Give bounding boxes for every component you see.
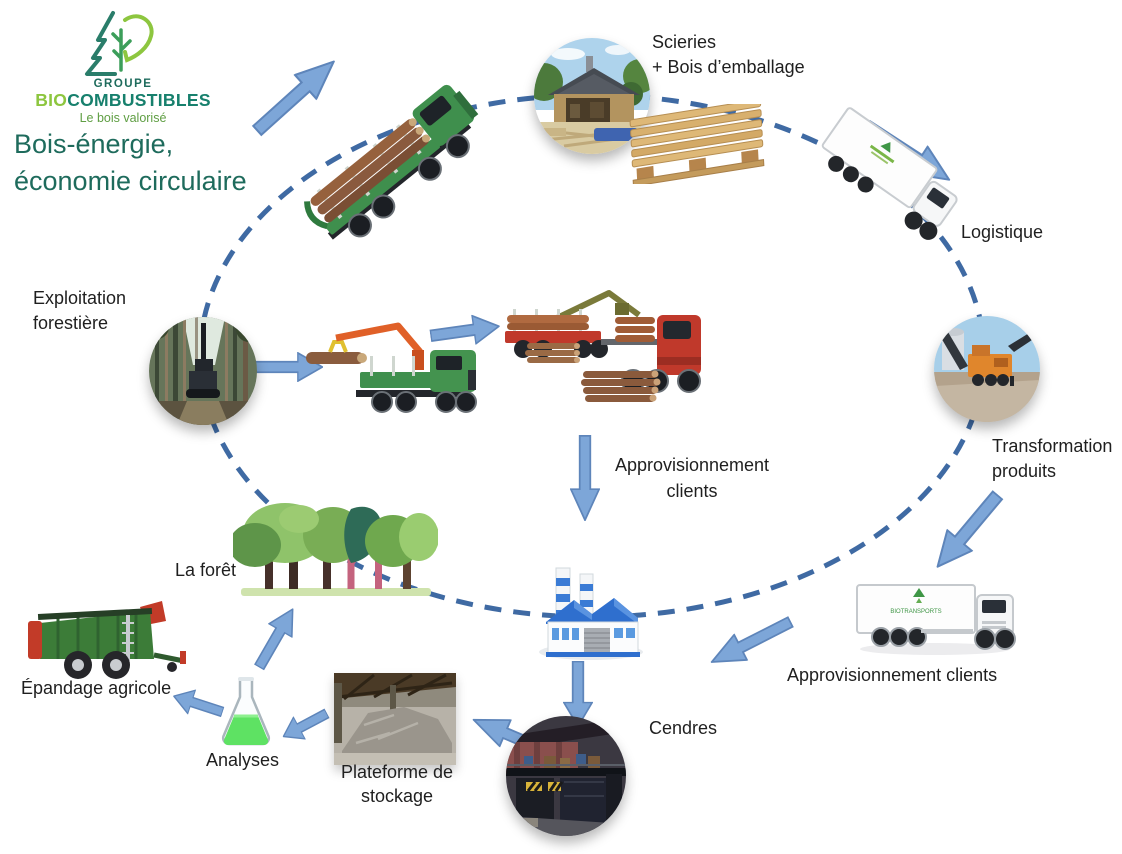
label-scieries: Scieries + Bois d’emballage bbox=[652, 30, 805, 80]
log-stack-large bbox=[581, 370, 661, 402]
label-exploitation-line1: Exploitation bbox=[33, 288, 127, 308]
epandeur-icon bbox=[22, 597, 194, 683]
logo-brand-bio: BIO bbox=[35, 90, 68, 110]
arrow-camion-to-usine bbox=[704, 608, 798, 676]
arrow-exploitation-to-scieries bbox=[245, 48, 346, 144]
headline-line2: économie circulaire bbox=[14, 166, 247, 196]
label-logistique: Logistique bbox=[961, 222, 1044, 242]
biotransports-logo: BIOTRANSPORTS bbox=[890, 588, 942, 615]
arrow-transformation-to-camion bbox=[924, 484, 1011, 579]
arrow-foret-to-camion-grue bbox=[255, 352, 323, 382]
usine-icon bbox=[536, 560, 646, 662]
arrow-plateforme-to-analyses bbox=[277, 702, 333, 748]
page-title: Bois-énergie, économie circulaire bbox=[14, 126, 247, 200]
transformation-produits-photo bbox=[934, 316, 1040, 422]
label-epandage-agricole: Épandage agricole bbox=[21, 678, 172, 698]
camion-grue-icon bbox=[300, 312, 478, 420]
label-transformation-produits: Transformation produits bbox=[992, 434, 1112, 484]
arrow-camion-grue-to-grumier bbox=[428, 311, 501, 350]
foret-illustration bbox=[233, 497, 438, 601]
label-transformation-line2: produits bbox=[992, 461, 1057, 481]
logo-tree-icon bbox=[85, 11, 154, 76]
logo-group-text: GROUPE bbox=[93, 78, 153, 90]
svg-text:BIOTRANSPORTS: BIOTRANSPORTS bbox=[890, 609, 941, 615]
label-approvisionnement-droite: Approvisionnement clients bbox=[787, 665, 998, 685]
arrow-usine-to-cendres bbox=[563, 661, 593, 727]
grumier-rouge-icon bbox=[497, 287, 709, 409]
arrow-analyses-to-foret bbox=[247, 602, 305, 675]
label-approvisionnement-centre: Approvisionnement clients bbox=[605, 452, 779, 504]
label-scieries-line1: Scieries bbox=[652, 32, 717, 52]
flask-icon bbox=[220, 676, 272, 752]
pallet-icon bbox=[622, 104, 772, 184]
biotransports-logo bbox=[869, 142, 895, 165]
arrow-approvisionnement-centre bbox=[570, 435, 600, 521]
label-scieries-line2: + Bois d’emballage bbox=[652, 57, 805, 77]
camion-approvisionnement-icon: BIOTRANSPORTS bbox=[855, 573, 1017, 658]
logo-tagline: Le bois valorisé bbox=[79, 111, 167, 125]
label-analyses: Analyses bbox=[206, 750, 280, 770]
label-plateforme-stockage: Plateforme de stockage bbox=[332, 760, 462, 808]
label-cendres: Cendres bbox=[649, 718, 718, 738]
camion-logistique-icon bbox=[792, 85, 984, 269]
label-exploitation-forestiere: Exploitation forestière bbox=[33, 286, 126, 336]
label-plateforme-line1: Plateforme de bbox=[340, 762, 454, 782]
arrow-analyses-to-epandage bbox=[169, 684, 226, 725]
logo-brand-text: BIOCOMBUSTIBLES bbox=[8, 90, 238, 111]
label-plateforme-line2: stockage bbox=[360, 786, 434, 806]
headline-line1: Bois-énergie, bbox=[14, 129, 174, 159]
camion-grumes-vert-icon bbox=[276, 53, 514, 275]
groupe-biocombustibles-logo: GROUPE BIOCOMBUSTIBLES Le bois valorisé bbox=[8, 8, 238, 125]
exploitation-forestiere-photo bbox=[149, 317, 257, 425]
label-exploitation-line2: forestière bbox=[33, 313, 109, 333]
label-appro-centre-line2: clients bbox=[666, 481, 718, 501]
label-appro-centre-line1: Approvisionnement bbox=[614, 455, 770, 475]
plateforme-stockage-photo bbox=[334, 673, 456, 765]
cendres-photo bbox=[506, 716, 626, 836]
logo-brand-combustibles: COMBUSTIBLES bbox=[67, 90, 211, 110]
label-transformation-line1: Transformation bbox=[992, 436, 1113, 456]
log-stack-small bbox=[525, 343, 580, 363]
label-la-foret: La forêt bbox=[175, 560, 237, 580]
